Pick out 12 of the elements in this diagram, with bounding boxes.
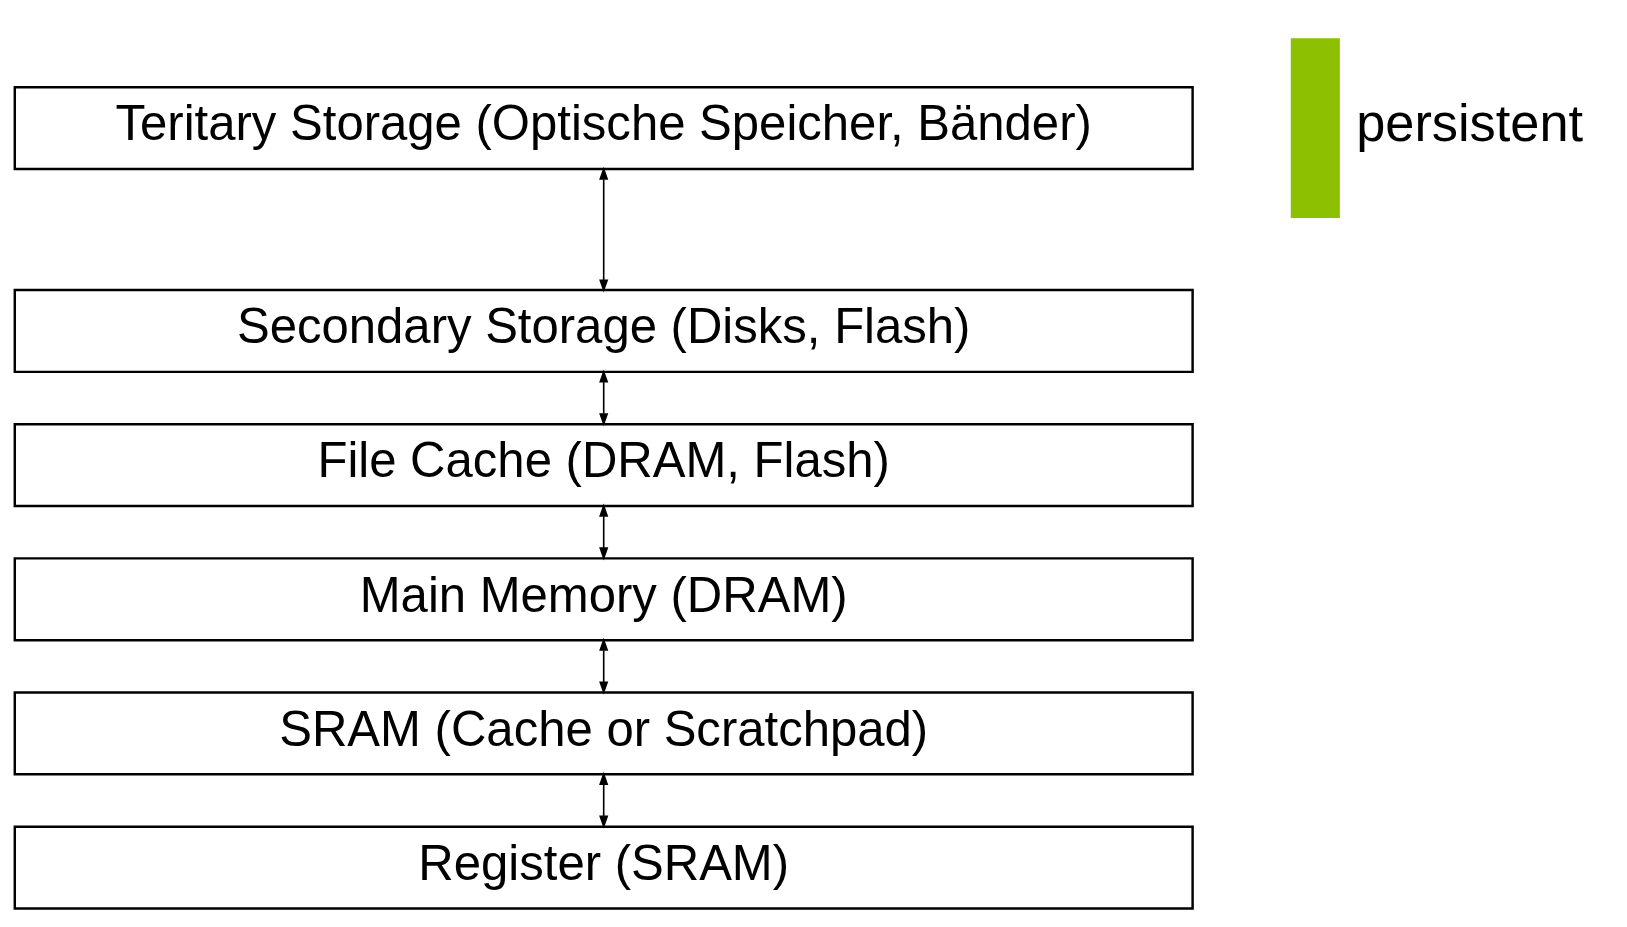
- node-box: Main Memory (DRAM): [13, 557, 1194, 642]
- node-box: SRAM (Cache or Scratchpad): [13, 691, 1194, 776]
- node-box: Register (SRAM): [13, 825, 1194, 910]
- arrow: [599, 637, 609, 695]
- node-box: Teritary Storage (Optische Speicher, Bänder): [13, 86, 1194, 171]
- arrow: [599, 166, 609, 293]
- arrow: [599, 771, 609, 829]
- label: persistent: [1356, 94, 1584, 153]
- arrow: [599, 369, 609, 427]
- node-box: Secondary Storage (Disks, Flash): [13, 288, 1194, 374]
- arrow: [599, 503, 609, 561]
- node-box: File Cache (DRAM, Flash): [13, 423, 1194, 508]
